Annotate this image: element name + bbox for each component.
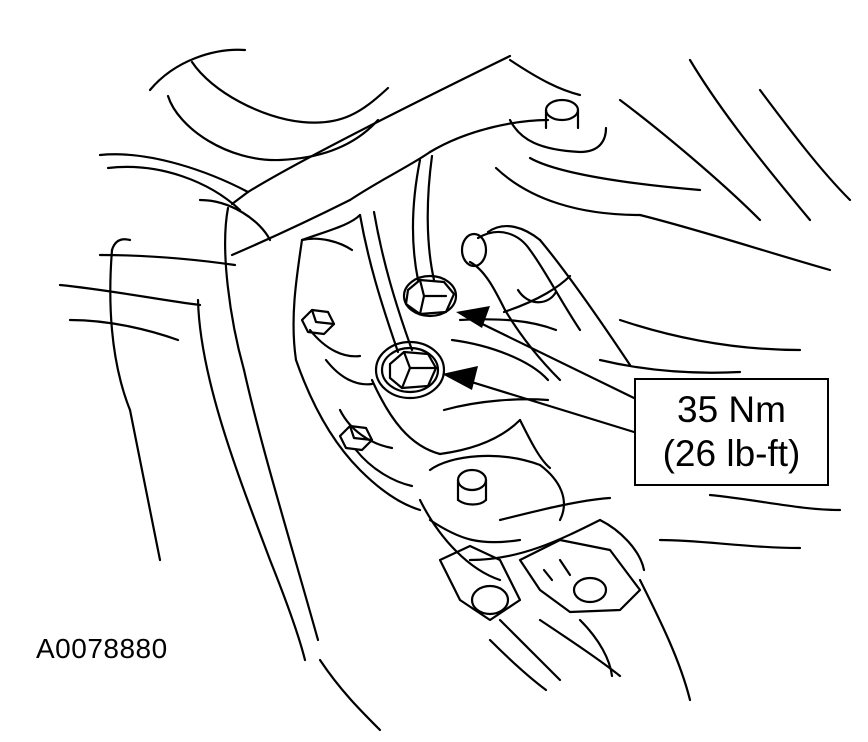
return-hose — [460, 224, 632, 382]
torque-lbft: (26 lb-ft) — [662, 433, 801, 474]
hydraulic-lines — [300, 154, 436, 354]
upper-right-boss — [494, 58, 852, 374]
gear-housing — [292, 237, 558, 512]
right-lower-contours — [318, 493, 842, 732]
upper-bracket — [98, 48, 390, 242]
torque-arrowheads — [442, 306, 490, 390]
lower-arrowhead — [442, 366, 478, 390]
housing-bolts — [300, 308, 374, 452]
left-panel — [58, 238, 237, 562]
universal-joint — [438, 518, 646, 692]
upper-fitting-nut — [402, 274, 458, 318]
torque-callout: 35 Nm (26 lb-ft) — [634, 378, 829, 486]
input-shaft — [418, 454, 612, 582]
figure-id: A0078880 — [36, 633, 168, 664]
upper-arrowhead — [456, 306, 490, 328]
torque-leader-lines — [450, 316, 636, 434]
torque-nm: 35 Nm — [677, 389, 786, 430]
lower-fitting-nut — [374, 340, 446, 400]
crossmember — [196, 54, 550, 662]
